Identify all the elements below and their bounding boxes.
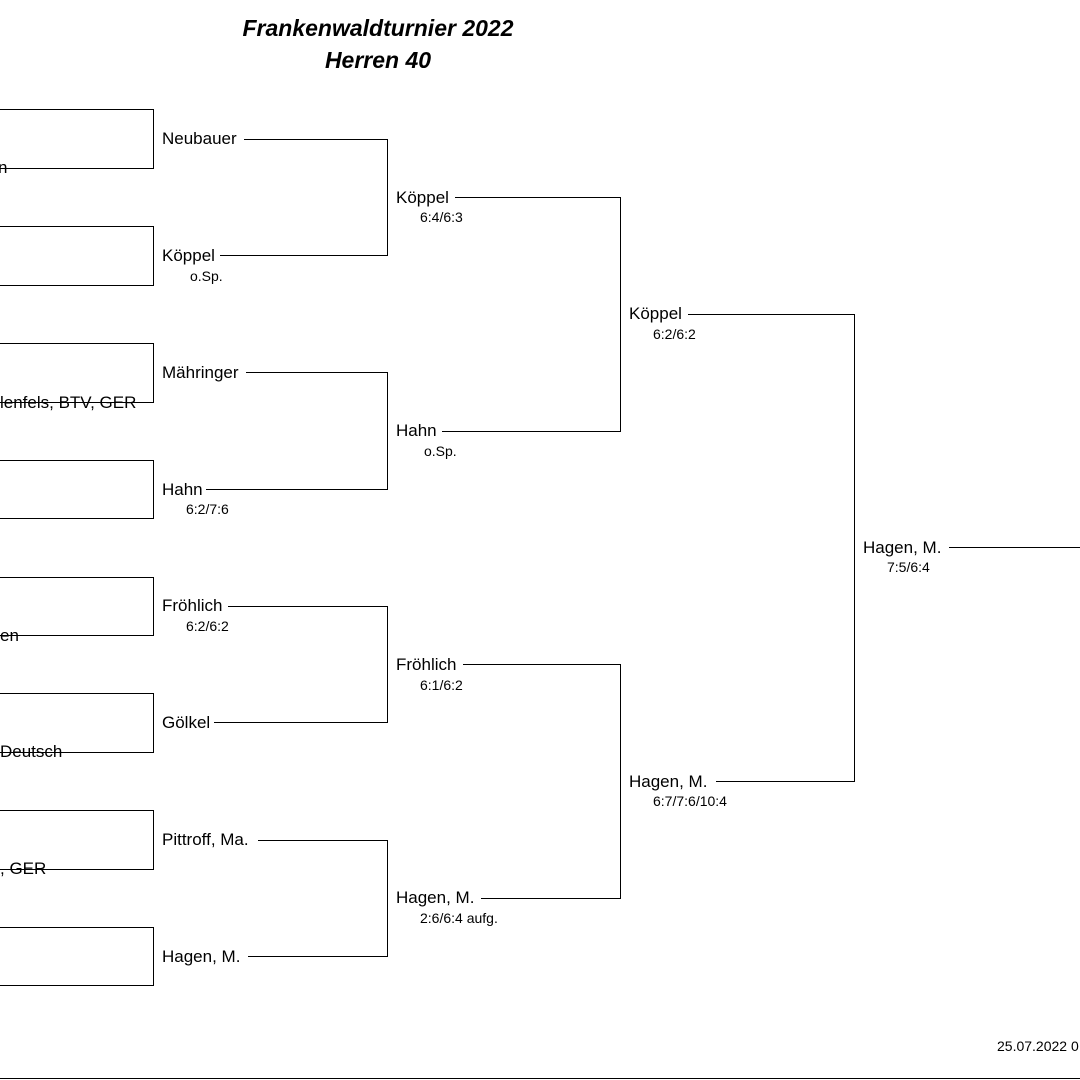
r2-bracket-2 (206, 372, 388, 490)
draw-subtitle: Herren 40 (324, 47, 432, 73)
r1-player-name-4: Deutsch (0, 742, 63, 761)
qf-match-score: o.Sp. (424, 443, 457, 459)
r2-player-name: Pittroff, Ma. (162, 830, 249, 849)
r2-bracket-1 (220, 139, 388, 256)
r2-match-score: 6:2/6:2 (186, 618, 229, 634)
qf-player-name: Köppel (396, 188, 449, 207)
sf-match-score: 6:2/6:2 (653, 326, 696, 342)
r2-bracket-4 (248, 840, 388, 957)
r1-box-2 (0, 226, 154, 286)
r1-player-name-3: en (0, 626, 19, 645)
tournament-title: Frankenwaldturnier 2022 (242, 15, 514, 41)
r1-box-6 (0, 693, 154, 753)
r2-player-name: Neubauer (162, 129, 237, 148)
sf-player-name: Köppel (629, 304, 682, 323)
r2-player-name: Fröhlich (162, 596, 223, 615)
r1-box-8 (0, 927, 154, 986)
qf-match-score: 6:4/6:3 (420, 209, 463, 225)
qf-player-name: Fröhlich (396, 655, 457, 674)
sf-match-score: 6:7/7:6/10:4 (653, 793, 727, 809)
qf-player-name: Hagen, M. (396, 888, 475, 907)
r2-player-name: Köppel (162, 246, 215, 265)
r1-box-1 (0, 109, 154, 169)
r2-player-name: Gölkel (162, 713, 211, 732)
r1-box-7 (0, 810, 154, 870)
qf-match-score: 2:6/6:4 aufg. (420, 910, 498, 926)
r1-box-3 (0, 343, 154, 403)
r2-player-name: Hahn (162, 480, 203, 499)
final-player-name: Hagen, M. (863, 538, 942, 557)
qf-bracket-2 (463, 664, 621, 899)
r1-box-4 (0, 460, 154, 519)
sf-bracket (688, 314, 855, 782)
r1-box-5 (0, 577, 154, 636)
r2-player-name: Mähringer (162, 363, 239, 382)
r2-bracket-3 (214, 606, 388, 723)
final-match-score: 7:5/6:4 (887, 559, 930, 575)
r2-match-score: o.Sp. (190, 268, 223, 284)
r1-player-name-5: , GER (0, 859, 47, 878)
r2-match-score: 6:2/7:6 (186, 501, 229, 517)
sf-player-name: Hagen, M. (629, 772, 708, 791)
qf-bracket-1 (442, 197, 621, 432)
r1-player-name-2: lenfels, BTV, GER (0, 393, 137, 412)
qf-match-score: 6:1/6:2 (420, 677, 463, 693)
print-date: 25.07.2022 0 (997, 1038, 1079, 1054)
r2-player-name: Hagen, M. (162, 947, 241, 966)
r1-player-name-1: n (0, 158, 8, 177)
qf-player-name: Hahn (396, 421, 437, 440)
